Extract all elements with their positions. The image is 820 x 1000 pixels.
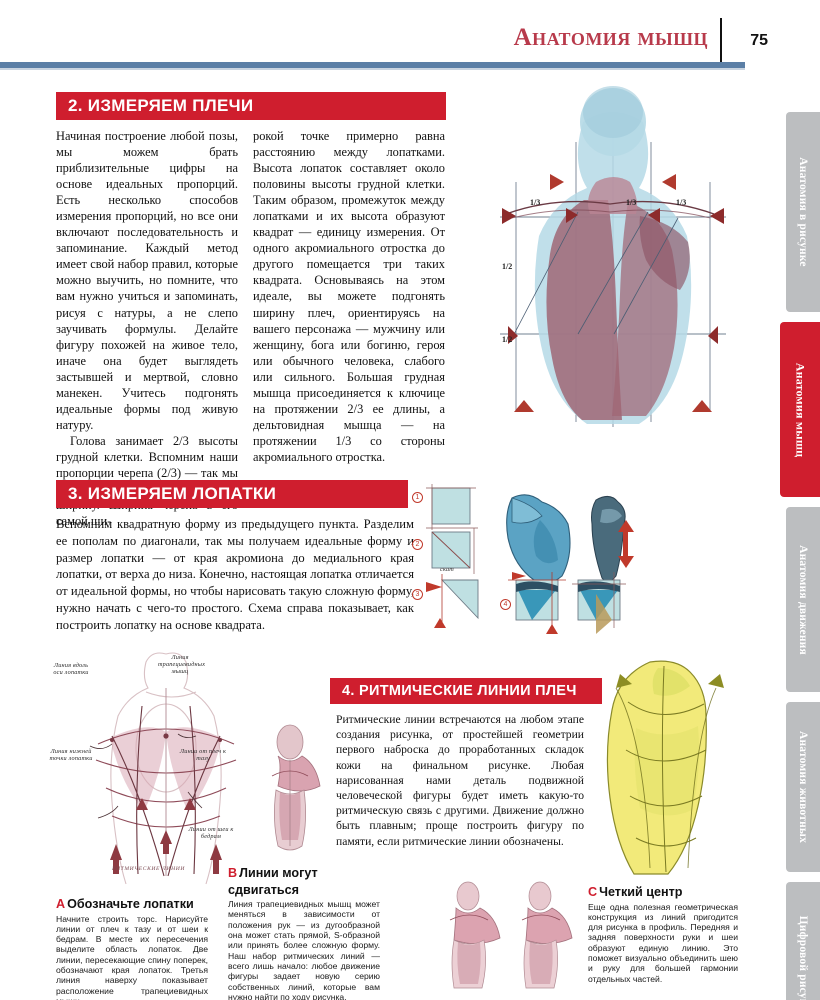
tab-digital-drawing[interactable]: Цифровой рисунок	[786, 882, 820, 1000]
tab-animal-anatomy[interactable]: Анатомия животных	[786, 702, 820, 872]
section-2-header: 2. ИЗМЕРЯЕМ ПЛЕЧИ	[56, 92, 446, 120]
neck-torso-small-illustration	[250, 720, 330, 870]
tab-muscle-anatomy[interactable]: Анатомия мышц	[780, 322, 820, 497]
fraction-label-1: 1/3	[530, 198, 541, 207]
caption-a-letter: A	[56, 897, 66, 911]
section-4-body: Ритмические линии встречаются на любом э…	[336, 712, 584, 849]
section-3-paragraph: Вспомним квадратную форму из предыдущего…	[56, 517, 414, 632]
tab-motion-anatomy[interactable]: Анатомия движения	[786, 507, 820, 692]
chapter-tabs: Анатомия в рисунке Анатомия мышц Анатоми…	[774, 72, 820, 1000]
section-3-body: Вспомним квадратную форму из предыдущего…	[56, 516, 414, 634]
section-2-paragraph-1: Начиная построение любой позы, мы можем …	[56, 129, 238, 432]
rhythm-label-scapula-axis: Линия вдоль оси лопатки	[53, 662, 89, 677]
caption-c-title: Четкий центр	[599, 885, 683, 899]
page-header: Анатомия мышц 75	[0, 0, 820, 72]
section-2-column-1: Начиная построение любой позы, мы можем …	[56, 128, 238, 529]
step-number-3: 3	[412, 589, 423, 600]
step-number-4: 4	[500, 599, 511, 610]
caption-a-body: Начните строить торс. Нарисуйте линии от…	[56, 913, 208, 1000]
caption-b-title-line1: Линии могут	[239, 866, 318, 880]
caption-b-title-line2: сдвигаться	[228, 882, 299, 897]
caption-c-body: Еще одна полезная геометрическая констру…	[588, 901, 738, 984]
fraction-label-5: 1/2	[502, 335, 513, 344]
section-4-title: 4. РИТМИЧЕСКИЕ ЛИНИИ ПЛЕЧ	[342, 683, 577, 699]
header-rule	[0, 62, 745, 68]
shoulder-measurement-illustration: 1/3 1/3 1/3 1/2 1/2	[488, 82, 738, 442]
tab-label: Анатомия животных	[797, 730, 809, 844]
page-title: Анатомия мышц	[513, 24, 708, 51]
section-2-title: 2. ИЗМЕРЯЕМ ПЛЕЧИ	[68, 96, 254, 115]
header-divider	[720, 18, 722, 62]
caption-b-body: Линия трапециевидных мышц может меняться…	[228, 899, 380, 1000]
tab-label: Анатомия в рисунке	[797, 157, 809, 267]
section-2-paragraph-3: рокой точке примерно равна расстоянию ме…	[253, 129, 445, 464]
section-3-header: 3. ИЗМЕРЯЕМ ЛОПАТКИ	[56, 480, 408, 508]
rhythm-lines-footer: РИТМИЧЕСКИЕ ЛИНИИ	[112, 866, 185, 872]
tab-anatomy-in-drawing[interactable]: Анатомия в рисунке	[786, 112, 820, 312]
caption-c-letter: C	[588, 885, 598, 899]
section-4-paragraph: Ритмические линии встречаются на любом э…	[336, 713, 584, 848]
fraction-label-3: 1/3	[676, 198, 687, 207]
section-2-column-2: рокой точке примерно равна расстоянию ме…	[253, 128, 445, 465]
arm-neck-profile-illustration	[596, 658, 746, 878]
shoulder-pink-figures-illustration	[430, 880, 590, 995]
step-number-1: 1	[412, 492, 423, 503]
section-4-header: 4. РИТМИЧЕСКИЕ ЛИНИИ ПЛЕЧ	[330, 678, 602, 704]
section-3-title: 3. ИЗМЕРЯЕМ ЛОПАТКИ	[68, 484, 277, 503]
caption-a-title: Обозначьте лопатки	[67, 897, 194, 911]
rhythm-label-neck-to-hips: Линии от шеи к бедрам	[188, 826, 234, 841]
fraction-label-4: 1/2	[502, 262, 513, 271]
tab-label: Цифровой рисунок	[797, 915, 809, 1000]
rhythm-label-trapezius: Линия трапециевидных мышц	[158, 654, 206, 676]
fraction-label-2: 1/3	[626, 198, 637, 207]
rhythm-label-scapula-lower-point: Линия нижней точки лопатки	[49, 748, 93, 763]
scapula-construction-illustration: 1 2 3 4 скат	[412, 484, 740, 644]
page-number: 75	[750, 32, 768, 49]
tab-label: Анатомия мышц	[793, 362, 808, 457]
scapula-annotation: скат	[440, 566, 454, 573]
caption-b-letter: B	[228, 866, 238, 880]
rhythm-lines-torso-illustration: Линия вдоль оси лопатки Линия трапециеви…	[50, 648, 300, 888]
tab-label: Анатомия движения	[797, 544, 809, 655]
rhythm-label-shoulders-to-pelvis: Линии от плеч к тазу	[179, 748, 227, 763]
step-number-2: 2	[412, 539, 423, 550]
header-rule-secondary	[0, 68, 745, 70]
